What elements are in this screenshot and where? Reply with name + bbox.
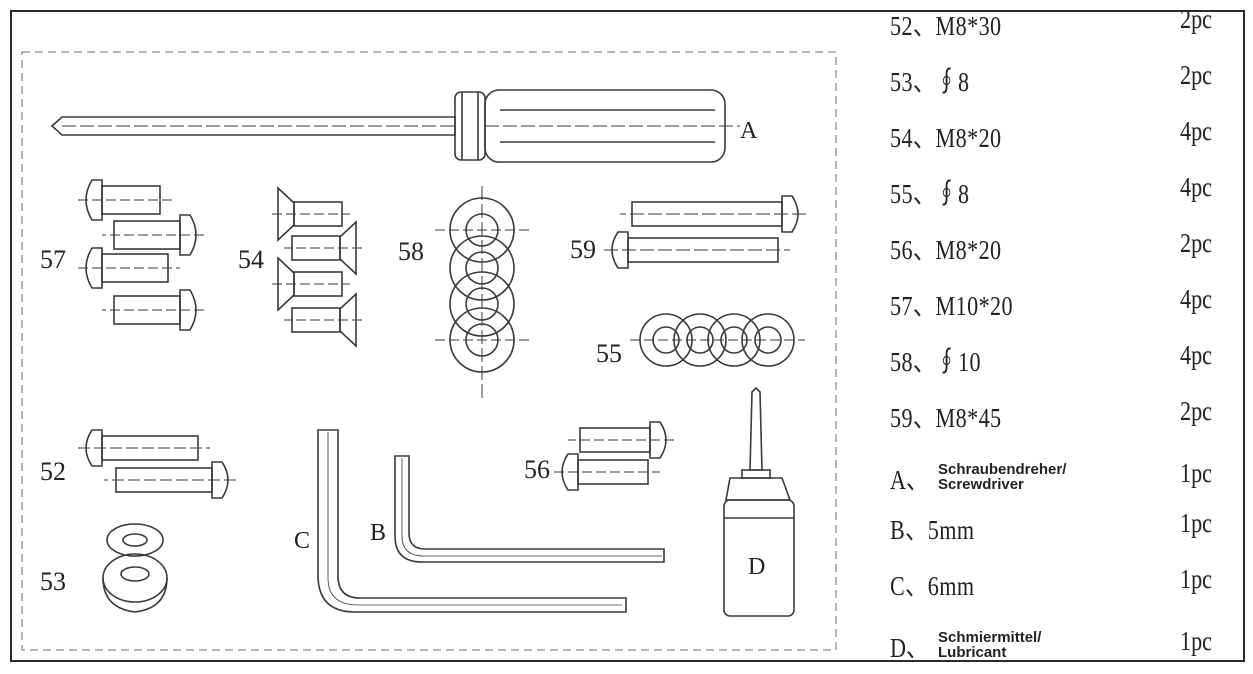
- part-quantity: 1pc: [1180, 458, 1212, 488]
- parts-list-row: B、5mm 1pc: [878, 508, 1238, 562]
- screwdriver-drawing: [50, 89, 740, 163]
- parts-list-row: 59、M8*45 2pc: [878, 396, 1238, 450]
- label-52: 52: [40, 457, 66, 486]
- dashed-boundary: [21, 51, 837, 651]
- part-quantity: 4pc: [1180, 340, 1212, 370]
- part-code: 58、∮10: [890, 347, 982, 377]
- part-quantity: 4pc: [1180, 172, 1212, 202]
- parts-list-row: 55、∮8 4pc: [878, 172, 1238, 226]
- bolts-59-drawing: [604, 195, 806, 269]
- part-code: 54、M8*20: [890, 123, 1002, 153]
- part-quantity: 1pc: [1180, 508, 1212, 538]
- washers-53-drawing: [102, 523, 168, 613]
- part-quantity: 4pc: [1180, 116, 1212, 146]
- part-code: 59、M8*45: [890, 403, 1002, 433]
- label-53: 53: [40, 567, 66, 596]
- parts-list-row: D、 Schmiermittel/Lubricant 1pc: [878, 620, 1238, 674]
- label-55: 55: [596, 339, 622, 368]
- part-quantity: 1pc: [1180, 626, 1212, 656]
- part-code: 57、M10*20: [890, 291, 1014, 321]
- hex-key-6mm-drawing: [317, 429, 627, 613]
- washers-58-drawing: [435, 186, 530, 400]
- part-quantity: 2pc: [1180, 228, 1212, 258]
- bolts-56-drawing: [554, 421, 674, 491]
- part-description: Schmiermittel/Lubricant: [938, 630, 1041, 660]
- parts-list-row: A、 Schraubendreher/Screwdriver 1pc: [878, 452, 1238, 506]
- part-letter: D、: [890, 633, 929, 663]
- part-description-german: Schraubendreher/: [938, 461, 1067, 478]
- part-code: 55、∮8: [890, 179, 970, 209]
- part-quantity: 2pc: [1180, 60, 1212, 90]
- part-description-english: Lubricant: [938, 644, 1007, 661]
- part-quantity: 2pc: [1180, 396, 1212, 426]
- label-54: 54: [238, 245, 264, 274]
- parts-list-row: 56、M8*20 2pc: [878, 228, 1238, 282]
- part-code: 52、M8*30: [890, 11, 1002, 41]
- parts-list-row: 53、∮8 2pc: [878, 60, 1238, 114]
- part-code: 53、∮8: [890, 67, 970, 97]
- part-description: Schraubendreher/Screwdriver: [938, 462, 1066, 492]
- part-code: C、6mm: [890, 571, 975, 601]
- outer-frame: [10, 10, 1245, 662]
- hardware-drawing: A 57: [21, 51, 837, 651]
- parts-list-row: C、6mm 1pc: [878, 564, 1238, 618]
- label-57: 57: [40, 245, 66, 274]
- label-a: A: [740, 118, 758, 144]
- label-58: 58: [398, 237, 424, 266]
- part-code: B、5mm: [890, 515, 975, 545]
- label-59: 59: [570, 235, 596, 264]
- label-d: D: [748, 554, 765, 580]
- parts-list-row: 58、∮10 4pc: [878, 340, 1238, 394]
- label-56: 56: [524, 455, 550, 484]
- bolts-54-drawing: [272, 186, 362, 348]
- parts-list-row: 57、M10*20 4pc: [878, 284, 1238, 338]
- parts-list-row: 54、M8*20 4pc: [878, 116, 1238, 170]
- label-b: B: [370, 520, 386, 546]
- hex-key-5mm-drawing: [394, 455, 665, 563]
- bolts-52-drawing: [78, 429, 236, 499]
- part-letter: A、: [890, 465, 929, 495]
- part-quantity: 1pc: [1180, 564, 1212, 594]
- part-description-english: Screwdriver: [938, 476, 1024, 493]
- part-quantity: 2pc: [1180, 4, 1212, 34]
- washers-55-drawing: [630, 313, 805, 367]
- part-code: 56、M8*20: [890, 235, 1002, 265]
- part-description-german: Schmiermittel/: [938, 629, 1042, 646]
- label-c: C: [294, 528, 310, 554]
- bolts-57-drawing: [78, 179, 204, 331]
- part-quantity: 4pc: [1180, 284, 1212, 314]
- lubricant-bottle-drawing: [723, 386, 795, 617]
- parts-list-row: 52、M8*30 2pc: [878, 4, 1238, 58]
